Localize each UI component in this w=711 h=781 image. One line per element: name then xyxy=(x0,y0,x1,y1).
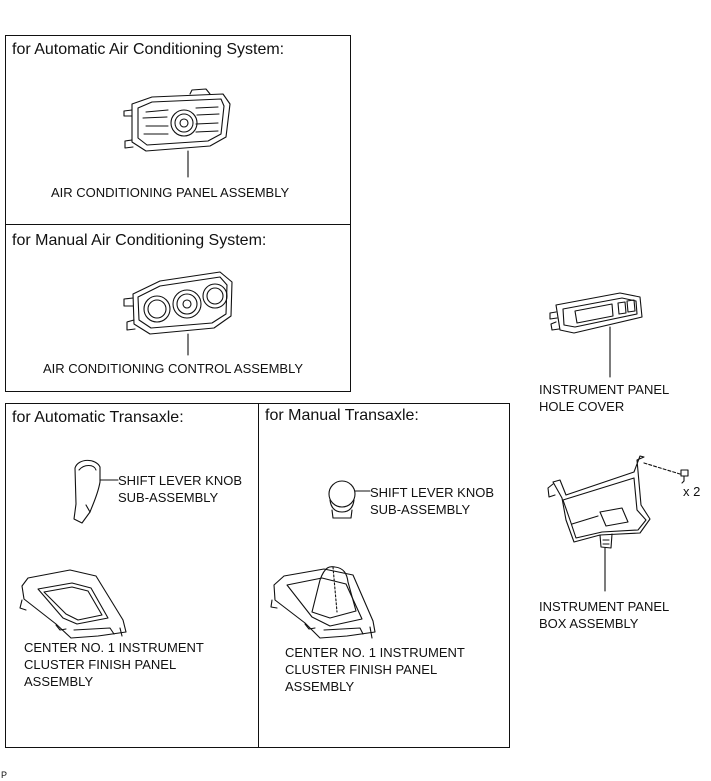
ac-control-assembly-drawing xyxy=(124,272,232,355)
ac-panel-assembly-drawing xyxy=(124,89,230,177)
auto-finish-panel-drawing xyxy=(20,570,126,638)
manual-shift-knob-drawing xyxy=(329,481,370,518)
box-assembly-drawing xyxy=(548,456,688,591)
manual-finish-panel-drawing xyxy=(271,567,375,638)
hole-cover-drawing xyxy=(550,293,642,377)
auto-shift-knob-drawing xyxy=(74,460,118,523)
